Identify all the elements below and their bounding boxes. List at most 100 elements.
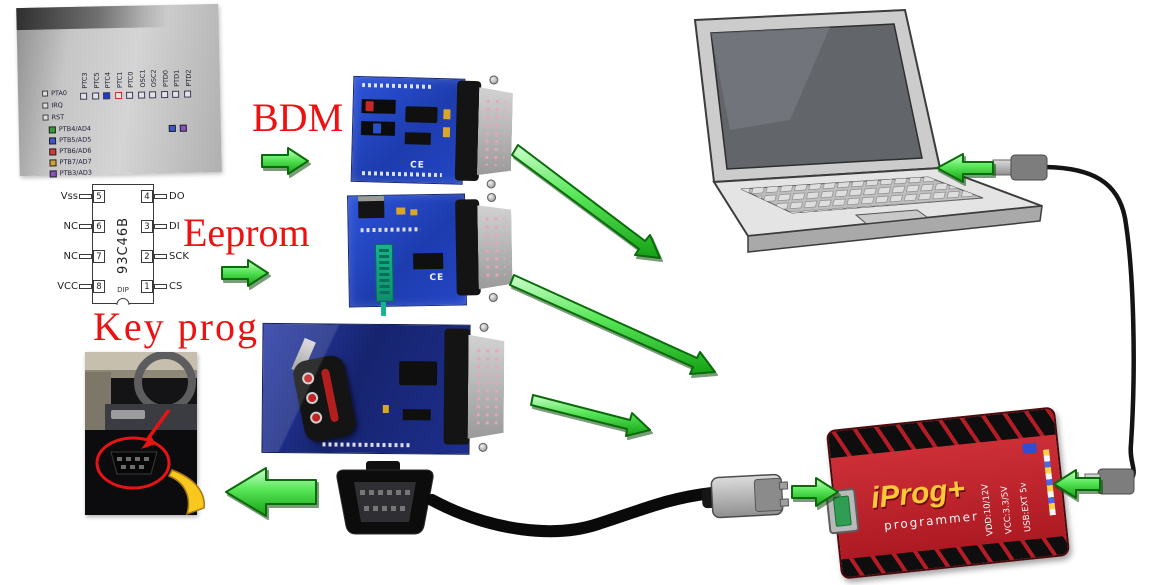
iprog-port-label: USB:EXT 5v [1018,481,1034,533]
pin-color-marker [168,124,176,132]
pin-color-marker [49,169,57,177]
pin-name: NC [63,251,78,262]
pin-label: PTD1 [172,69,181,87]
iprog-programmer: iProg+ programmer VDD:10/12V VCC:3.3/5V … [825,406,1071,580]
iprog-db-port [825,487,860,535]
screw [486,192,497,203]
pin-color-marker [179,124,187,132]
pinout-checkbox-row [80,90,191,100]
keyprog-label: Key prog [93,304,259,349]
pin-stub [79,194,92,199]
pinout-extra-markers [168,124,187,132]
pcb [261,322,471,455]
pin-label: PTD0 [161,69,169,88]
obd2-connector-icon [336,461,434,535]
pin-name: SCK [169,251,189,262]
zif-lever [380,301,387,316]
usb-cable [1045,164,1136,480]
screw [488,292,498,303]
ic-chip [404,132,431,145]
pin-marker [114,91,122,100]
silkscreen-text [322,442,413,448]
pin-number: 1 [141,280,153,293]
pin-label: PTC5 [92,72,100,89]
silkscreen-text [362,83,433,89]
pin-marker [160,90,168,99]
ic-chip [405,106,438,124]
silkscreen-text [360,227,421,233]
pin-marker [149,91,157,99]
ce-mark: CE [429,272,445,284]
pin-stub [154,284,167,289]
key-body [290,353,359,444]
pin-label: IRQ [51,101,63,110]
screw [489,75,499,85]
eeprom-adapter-board: CE [347,189,521,316]
pin-stub [79,254,92,259]
pin-number: 4 [141,190,153,203]
pin-stub [79,224,92,229]
pin-color-marker [48,125,56,133]
bdm-adapter-board: CE [350,70,521,192]
jumper-blue [372,123,382,134]
pin-color-marker [48,136,57,144]
pin-name: DO [169,191,185,202]
pin-marker [137,91,145,99]
pin-label: PTB6/AD6 [59,146,92,156]
car-obd-photo [85,352,197,515]
car-photo-graphic [85,352,197,515]
bdm-label: BDM [252,95,344,140]
iprog-db-port-inner [832,495,852,527]
screw [478,442,488,452]
capacitor [442,127,451,138]
pin-stub [154,194,167,199]
pin-number: 6 [93,220,105,233]
pinout-signal-rows: PTB4/AD4 PTB5/AD5 PTB6/AD6 PTB7/AD7 PTB3… [48,124,92,178]
pin-label: PTA0 [50,89,68,98]
pin-label: OSC2 [149,69,158,88]
laptop-keyboard-keys [741,177,983,213]
db25-pins [473,346,499,427]
laptop [693,8,1043,253]
iprog-port-label: VDD:10/12V [980,483,996,537]
pin-name: DI [169,221,180,232]
key-blade [291,337,316,374]
key-prog-board [261,321,514,457]
pin-marker [183,90,191,98]
capacitor [396,207,406,215]
db25-pins [482,97,506,166]
red-arrowhead [141,436,156,449]
pin-label: PTC0 [126,71,135,88]
eeprom-chip-pinout: 93C46B DIP Vss NC NC VCC 5 6 7 8 4 3 2 1… [56,184,216,316]
pin-color-marker [49,158,57,166]
pin-marker [103,92,111,100]
zif-slots [378,248,390,297]
obd-port [110,451,158,475]
eeprom-label: Eeprom [183,210,310,255]
db25-pins [482,214,506,280]
iprog-name: iProg+ [869,472,967,515]
iprog-port-labels: VDD:10/12V VCC:3.3/5V USB:EXT 5v [977,444,1034,537]
pin-label: PTB4/AD4 [58,124,92,134]
pin-header [402,409,431,421]
bdm-pinout-screenshot: PTC3 PTC5 PTC4 PTC1 PTC0 OSC1 OSC2 PTD0 … [16,3,222,178]
pin-stub [79,284,92,289]
red-circle-annotation [95,436,171,490]
pin-label: PTC1 [115,71,123,89]
key-button [309,410,324,425]
screw [479,322,489,332]
obd-cable [426,487,718,538]
ce-mark: CE [409,160,425,171]
car-key [279,332,378,450]
iprog-port-label: VCC:3.3/5V [999,485,1015,535]
ic-chip [413,252,444,270]
pin-marker [172,90,180,98]
laptop-front-edge [747,205,1043,253]
key-button [305,390,320,406]
pin-marker [91,92,99,100]
capacitor [382,404,389,414]
laptop-display-glare [711,27,830,130]
db25-connector [443,328,471,445]
